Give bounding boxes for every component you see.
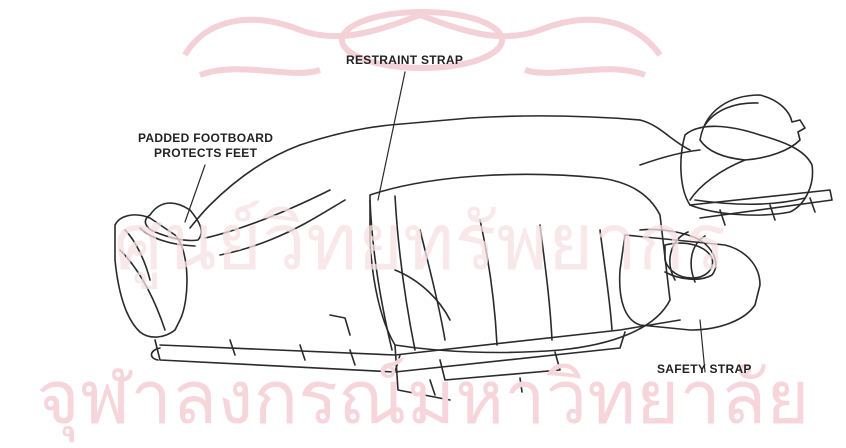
watermark-middle-text: ศูนย์วิทยทรัพยากร [110,180,730,304]
head [700,95,805,160]
label-padded-footboard: PADDED FOOTBOARD PROTECTS FEET [138,131,273,161]
label-padded-footboard-line1: PADDED FOOTBOARD [138,131,273,146]
label-restraint-strap: RESTRAINT STRAP [346,53,463,68]
label-safety-strap: SAFETY STRAP [657,362,752,377]
label-padded-footboard-line2: PROTECTS FEET [138,146,273,161]
torso-top [300,116,640,145]
